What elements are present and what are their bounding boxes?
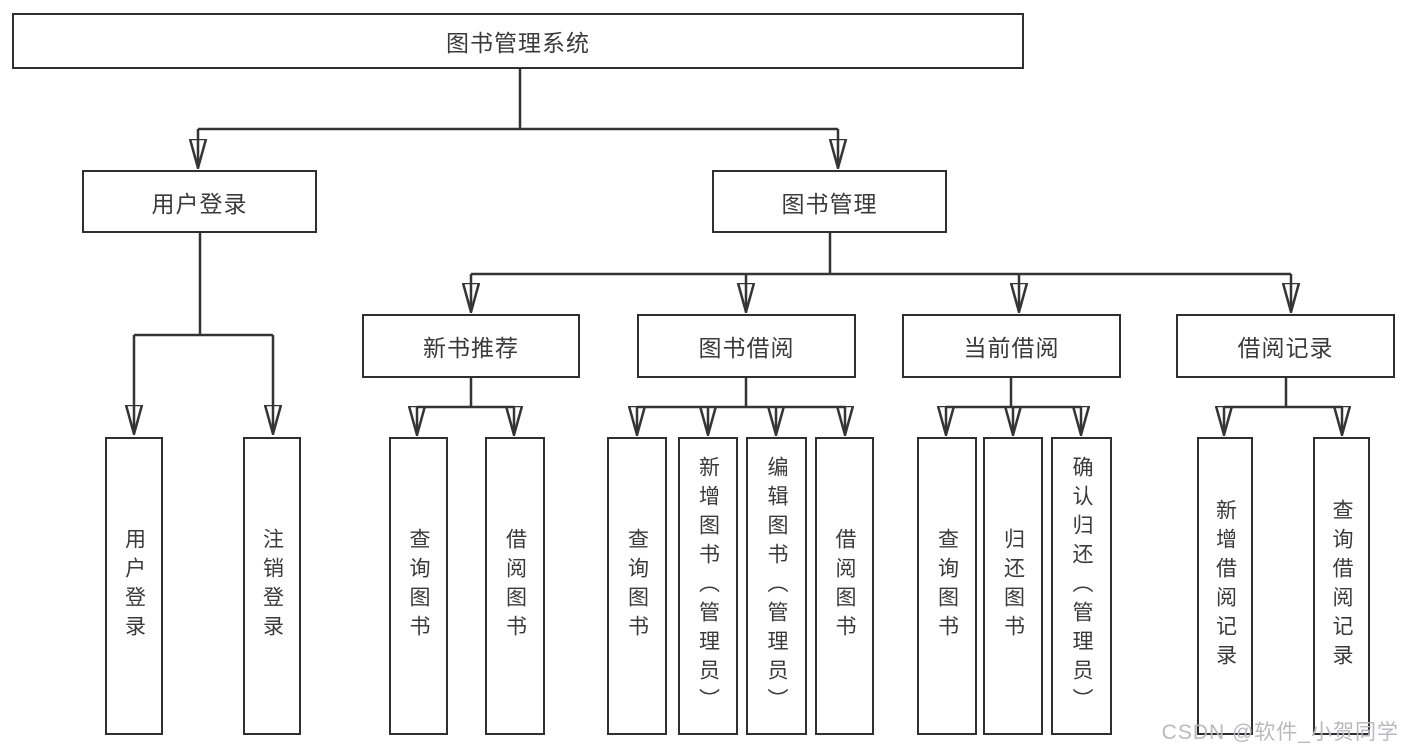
node-user-login: 用户登录 [82, 170, 317, 233]
leaf-query-borrow-record-label: 查询借阅记录 [1330, 499, 1353, 673]
leaf-edit-book-admin-label: 编辑图书（管理员） [765, 455, 788, 717]
leaf-query-borrow-record: 查询借阅记录 [1313, 437, 1370, 735]
leaf-confirm-return-admin: 确认归还（管理员） [1051, 437, 1112, 735]
node-new-book-recommendation: 新书推荐 [362, 314, 580, 378]
node-current-borrowing: 当前借阅 [902, 314, 1121, 378]
watermark: CSDN @软件_小贺同学 [1161, 721, 1399, 744]
leaf-user-login: 用户登录 [105, 437, 163, 735]
leaf-query-books-recommend: 查询图书 [389, 437, 448, 735]
leaf-borrow-books-recommend-label: 借阅图书 [503, 528, 527, 644]
leaf-add-book-admin: 新增图书（管理员） [678, 437, 738, 735]
node-book-borrowing: 图书借阅 [637, 314, 856, 378]
leaf-add-borrow-record-label: 新增借阅记录 [1213, 499, 1237, 673]
node-library-system: 图书管理系统 [12, 13, 1024, 69]
leaf-add-book-admin-label: 新增图书（管理员） [696, 455, 720, 717]
leaf-borrow-books: 借阅图书 [815, 437, 874, 735]
leaf-return-books-label: 归还图书 [1001, 528, 1025, 644]
leaf-logout-label: 注销登录 [260, 528, 284, 644]
leaf-logout: 注销登录 [243, 437, 301, 735]
leaf-query-books-current-label: 查询图书 [935, 528, 959, 644]
node-book-management: 图书管理 [712, 170, 947, 233]
leaf-confirm-return-admin-label: 确认归还（管理员） [1070, 455, 1093, 717]
leaf-query-books-borrow: 查询图书 [607, 437, 667, 735]
leaf-borrow-books-label: 借阅图书 [833, 528, 856, 644]
leaf-edit-book-admin: 编辑图书（管理员） [746, 437, 807, 735]
node-borrowing-records: 借阅记录 [1176, 314, 1395, 378]
leaf-query-books-current: 查询图书 [917, 437, 977, 735]
leaf-query-books-recommend-label: 查询图书 [407, 528, 430, 644]
leaf-add-borrow-record: 新增借阅记录 [1197, 437, 1253, 735]
leaf-borrow-books-recommend: 借阅图书 [485, 437, 545, 735]
leaf-user-login-label: 用户登录 [122, 528, 146, 644]
leaf-query-books-borrow-label: 查询图书 [625, 528, 649, 644]
leaf-return-books: 归还图书 [983, 437, 1043, 735]
